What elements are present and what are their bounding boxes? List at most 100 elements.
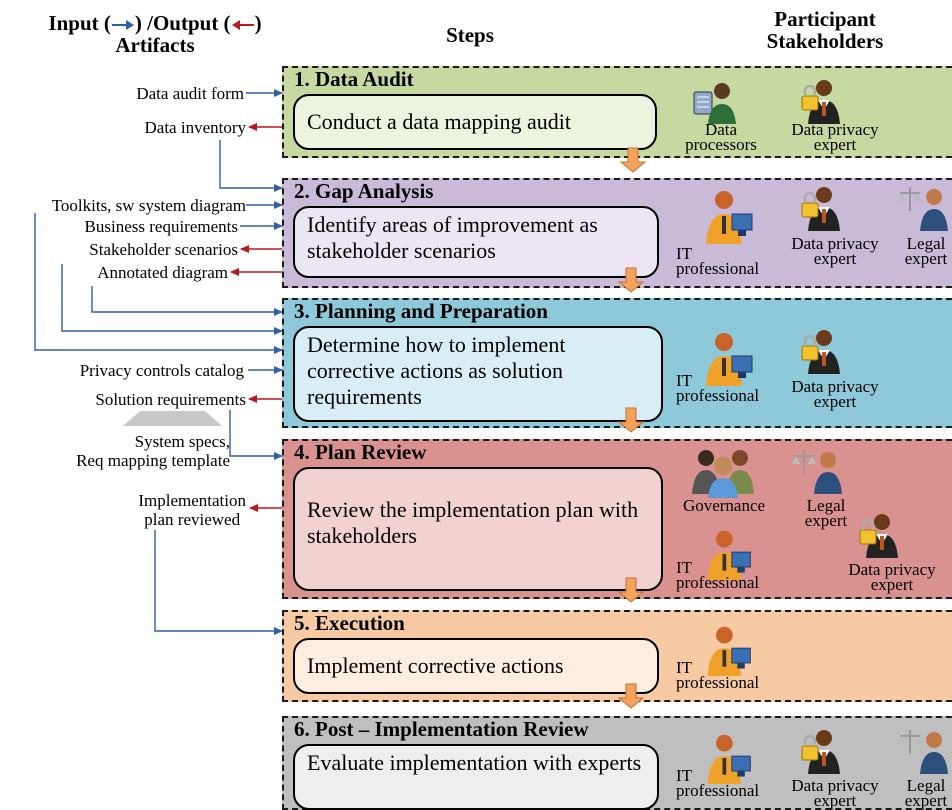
stage-post-implementation-review: 6. Post – Implementation Review Evaluate… bbox=[282, 716, 952, 810]
artifact-plan-line2: plan reviewed bbox=[144, 510, 241, 529]
input-line-stakeholder-scenarios bbox=[61, 264, 283, 335]
governance-icon bbox=[692, 450, 754, 498]
artifact-annotated-diagram: Annotated diagram bbox=[97, 263, 228, 282]
artifacts-header-mid: ) /Output ( bbox=[134, 11, 231, 35]
label-line2: professional bbox=[676, 673, 760, 692]
participants-header-line2: Stakeholders bbox=[766, 29, 884, 53]
artifacts-header: Input ( ) /Output () Artifacts bbox=[30, 12, 280, 56]
stage-title: 4. Plan Review bbox=[294, 440, 427, 464]
artifact-implementation-plan-reviewed: Implementation plan reviewed bbox=[138, 491, 246, 529]
label-line2: professional bbox=[676, 781, 760, 800]
template-shape bbox=[123, 411, 222, 426]
artifact-system-specs-line1: System specs, bbox=[134, 432, 230, 451]
data-privacy-expert-icon bbox=[801, 330, 840, 374]
step-box: Determine how to implement corrective ac… bbox=[293, 326, 663, 422]
artifacts-header-line2: Artifacts bbox=[115, 33, 195, 57]
artifact-system-specs-line2: Req mapping template bbox=[76, 451, 230, 470]
flow-arrow-5 bbox=[617, 683, 645, 709]
stage-data-audit: 1. Data Audit Conduct a data mapping aud… bbox=[282, 66, 952, 158]
artifacts-header-prefix: Input ( bbox=[48, 11, 111, 35]
data-privacy-expert-icon bbox=[801, 80, 840, 124]
label-line1: IT bbox=[676, 371, 693, 390]
label-line1: IT bbox=[676, 558, 693, 577]
label-line2: expert bbox=[804, 511, 848, 530]
label-line2: expert bbox=[870, 575, 914, 594]
label-line1: Data privacy bbox=[791, 120, 879, 139]
data-processor-icon bbox=[693, 83, 736, 124]
label-line1: Data privacy bbox=[848, 560, 936, 579]
input-line-plan-reviewed bbox=[154, 530, 283, 635]
input-line-annotated-diagram bbox=[91, 286, 283, 316]
it-professional-icon bbox=[706, 333, 753, 386]
label-line1: Data privacy bbox=[791, 234, 879, 253]
label-line2: expert bbox=[813, 249, 857, 268]
it-professional-icon bbox=[707, 530, 751, 580]
step-box: Evaluate implementation with experts bbox=[293, 744, 659, 810]
label-line2: expert bbox=[813, 135, 857, 154]
step-box: Identify areas of improvement as stakeho… bbox=[293, 206, 659, 278]
label-line2: professional bbox=[676, 573, 760, 592]
label-line1: IT bbox=[676, 766, 693, 785]
label-line1: Legal bbox=[806, 496, 846, 515]
it-professional-icon bbox=[706, 191, 753, 244]
flow-arrow-4 bbox=[617, 577, 645, 603]
label-line2: expert bbox=[904, 791, 948, 810]
stage-plan-review: 4. Plan Review Review the implementation… bbox=[282, 439, 952, 599]
stage-title: 3. Planning and Preparation bbox=[294, 299, 548, 323]
it-professional-icon bbox=[707, 734, 751, 784]
artifact-data-inventory: Data inventory bbox=[144, 118, 247, 137]
label-line1: Legal bbox=[906, 776, 946, 795]
legal-expert-icon bbox=[792, 450, 842, 494]
step-box: Review the implementation plan with stak… bbox=[293, 467, 663, 591]
artifacts-header-suffix: ) bbox=[254, 11, 262, 35]
artifact-plan-line1: Implementation bbox=[138, 491, 246, 510]
artifact-business-requirements: Business requirements bbox=[84, 217, 238, 236]
label-line2: expert bbox=[813, 392, 857, 411]
input-line-toolkits-2 bbox=[34, 213, 283, 354]
stage-title: 5. Execution bbox=[294, 611, 405, 635]
participants-header: Participant Stakeholders bbox=[720, 8, 930, 52]
data-privacy-expert-icon bbox=[801, 187, 840, 231]
step-box: Implement corrective actions bbox=[293, 638, 659, 694]
flow-arrow-2 bbox=[617, 267, 645, 293]
artifact-toolkits: Toolkits, sw system diagram bbox=[51, 196, 246, 215]
artifact-privacy-controls-catalog: Privacy controls catalog bbox=[79, 361, 244, 380]
artifact-system-specs: System specs, Req mapping template bbox=[76, 432, 230, 470]
label-line1: Legal bbox=[906, 234, 946, 253]
input-arrow-icon bbox=[111, 20, 134, 31]
data-privacy-expert-icon bbox=[859, 514, 898, 558]
stage-gap-analysis: 2. Gap Analysis Identify areas of improv… bbox=[282, 178, 952, 288]
label-line2: expert bbox=[904, 249, 948, 268]
it-professional-icon bbox=[707, 626, 751, 676]
stage-title: 6. Post – Implementation Review bbox=[294, 717, 589, 741]
data-privacy-expert-icon bbox=[801, 730, 840, 774]
steps-header: Steps bbox=[446, 23, 494, 47]
label-line1: IT bbox=[676, 658, 693, 677]
stage-planning-preparation: 3. Planning and Preparation Determine ho… bbox=[282, 298, 952, 428]
flow-arrow-3 bbox=[617, 407, 645, 433]
label-line1: IT bbox=[676, 244, 693, 263]
output-arrow-icon bbox=[231, 20, 254, 31]
artifact-stakeholder-scenarios: Stakeholder scenarios bbox=[89, 240, 238, 259]
label-line2: professional bbox=[676, 386, 760, 405]
flow-arrow-1 bbox=[619, 147, 647, 173]
label-line2: expert bbox=[813, 791, 857, 810]
label-line1: Data privacy bbox=[791, 377, 879, 396]
artifact-solution-requirements: Solution requirements bbox=[95, 390, 246, 409]
label-line1: Data bbox=[704, 120, 738, 139]
